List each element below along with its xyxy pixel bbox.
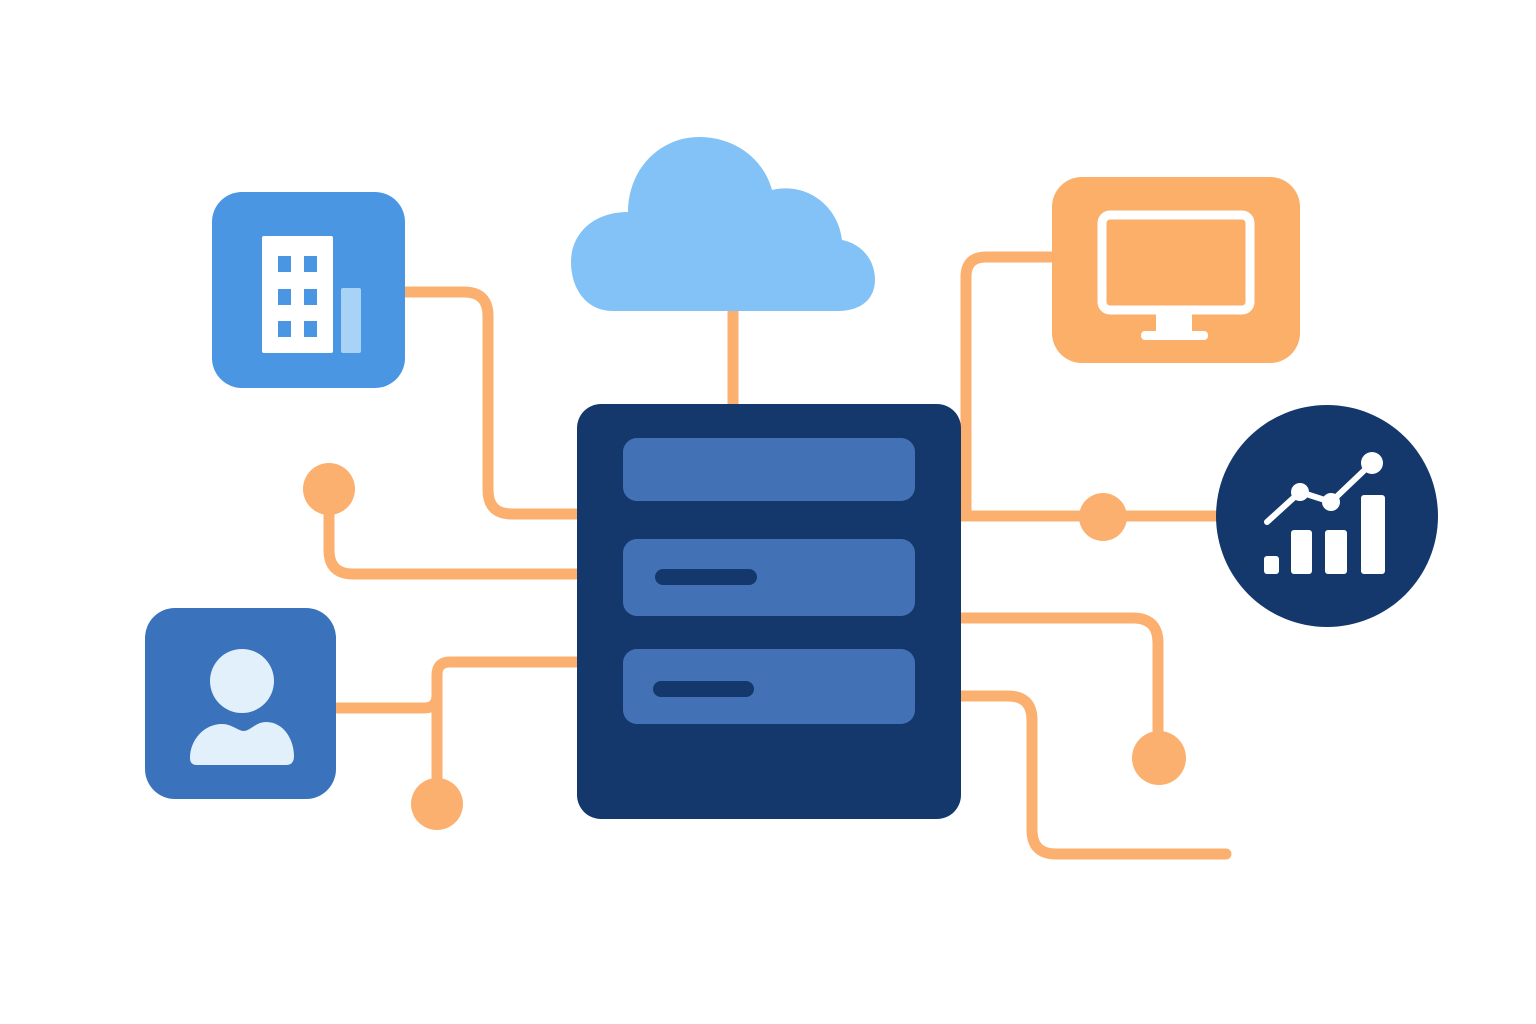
server-rack-icon (577, 404, 961, 819)
endpoint-dot-top-left (303, 463, 355, 515)
endpoint-dot-bottom-left (411, 778, 463, 830)
server-slot-3-indicator (653, 681, 754, 697)
endpoint-dot-analytics-line (1079, 493, 1127, 541)
wire-dot-left-server (323, 506, 584, 580)
server-slot-1 (623, 438, 915, 501)
wire-server-dot-right (954, 612, 1164, 746)
office-building-icon (262, 236, 361, 353)
user-profile-icon (190, 649, 294, 765)
wire-user-server (330, 656, 584, 714)
building-node (212, 192, 405, 388)
cloud-icon (571, 137, 875, 311)
endpoint-dots (303, 463, 1186, 830)
connector-wires (323, 251, 1232, 860)
server-slot-2 (623, 539, 915, 616)
analytics-node (1216, 405, 1438, 627)
wire-server-open-end (954, 690, 1232, 860)
user-node (145, 608, 336, 799)
server-slot-2-indicator (655, 569, 757, 585)
monitor-tile (1052, 177, 1300, 363)
monitor-node (1052, 177, 1300, 363)
desktop-monitor-icon (1097, 210, 1255, 340)
analytics-circle (1216, 405, 1438, 627)
analytics-chart-icon (1264, 452, 1385, 574)
wire-building-server (399, 286, 584, 520)
server-slot-3 (623, 649, 915, 724)
wire-monitor-server (960, 251, 1058, 522)
endpoint-dot-right (1132, 731, 1186, 785)
